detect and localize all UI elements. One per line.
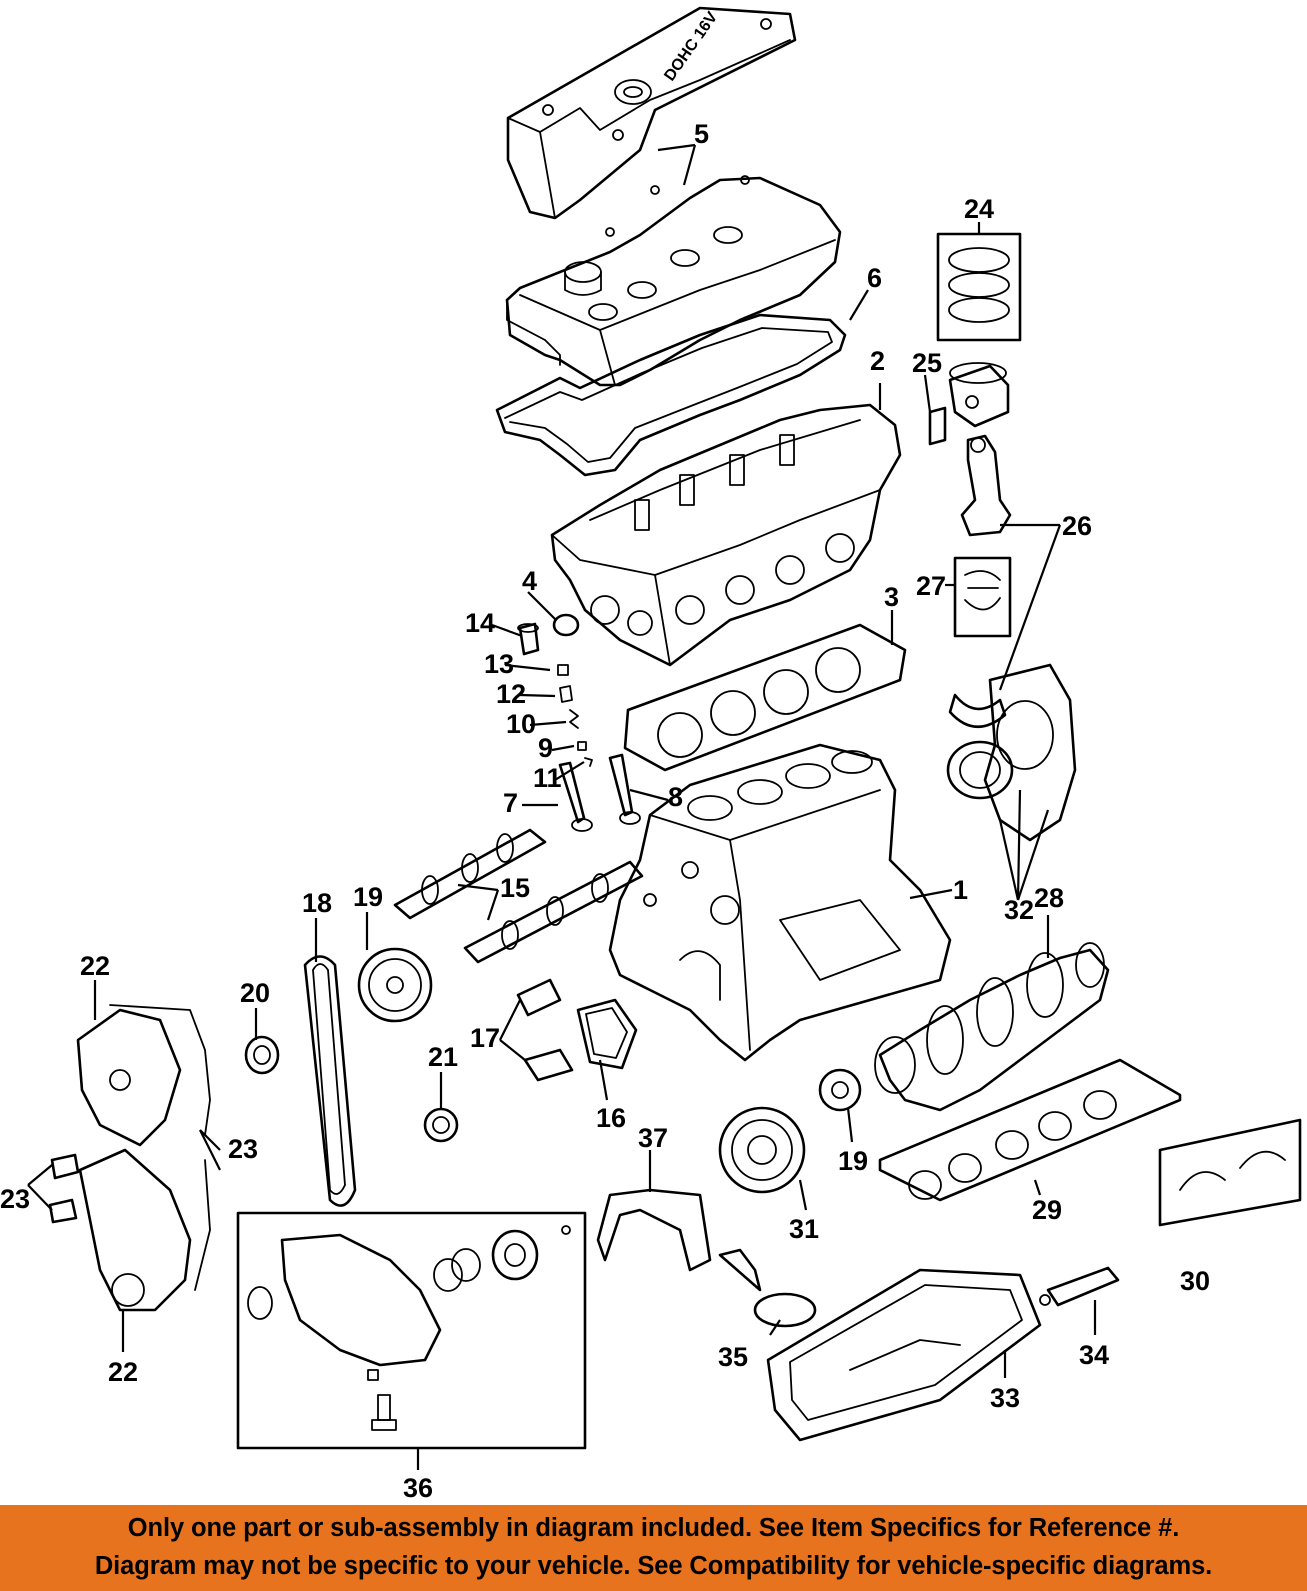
callout-7: 7 — [503, 788, 518, 818]
rod-bearings — [953, 556, 1012, 638]
callout-13: 13 — [484, 649, 514, 679]
callout-30: 30 — [1180, 1266, 1210, 1296]
timing-belt — [303, 955, 357, 1207]
callout-32: 32 — [1004, 895, 1034, 925]
piston — [928, 362, 1010, 446]
callout-35: 35 — [718, 1342, 748, 1372]
tensioner — [423, 1107, 459, 1143]
camshafts — [393, 828, 644, 964]
valve-train — [517, 613, 641, 832]
callout-24: 24 — [964, 194, 994, 224]
callout-17: 17 — [470, 1023, 500, 1053]
callout-15: 15 — [500, 873, 530, 903]
callout-33: 33 — [990, 1383, 1020, 1413]
crank-pulley — [718, 1106, 806, 1194]
main-bearings — [878, 1058, 1182, 1202]
piston-rings — [936, 232, 1022, 342]
oil-seal-ring — [576, 998, 638, 1070]
timing-cover-lower — [48, 1148, 211, 1312]
oil-pump-assembly — [236, 1211, 587, 1450]
head-gasket — [623, 623, 907, 772]
callout-labels: 1 2 3 4 5 6 7 8 9 10 11 12 13 14 15 16 1… — [0, 119, 1210, 1503]
callout-12: 12 — [496, 679, 526, 709]
callout-23a: 23 — [228, 1134, 258, 1164]
thrust-washers — [1158, 1118, 1302, 1227]
callout-9: 9 — [538, 733, 553, 763]
crank-sprocket — [818, 1068, 862, 1112]
callout-37: 37 — [638, 1123, 668, 1153]
leader-lines — [27, 143, 1097, 1470]
idler-pulley — [244, 1035, 280, 1075]
callout-10: 10 — [506, 709, 536, 739]
engine-exploded-diagram: DOHC 16V — [0, 6, 1302, 1503]
valve-cover — [505, 175, 842, 387]
callout-25: 25 — [912, 348, 942, 378]
callout-2: 2 — [870, 346, 885, 376]
callout-11: 11 — [533, 763, 562, 793]
callout-5: 5 — [694, 119, 709, 149]
callout-14: 14 — [465, 608, 495, 638]
callout-6: 6 — [867, 263, 882, 293]
disclaimer-line-2: Diagram may not be specific to your vehi… — [94, 1552, 1213, 1580]
cam-sprocket — [357, 947, 433, 1023]
sealant-tube — [1039, 1266, 1120, 1307]
callout-26: 26 — [1062, 511, 1092, 541]
callout-3: 3 — [884, 582, 899, 612]
oil-strainer — [718, 1248, 817, 1328]
callout-34: 34 — [1079, 1340, 1109, 1370]
callout-20: 20 — [240, 978, 270, 1008]
callout-19b: 19 — [838, 1146, 868, 1176]
callout-1: 1 — [953, 875, 968, 905]
oil-pan — [766, 1268, 1042, 1442]
connecting-rod — [948, 434, 1012, 729]
callout-18: 18 — [302, 888, 332, 918]
rear-seal-housing — [946, 663, 1077, 842]
callout-8: 8 — [668, 782, 683, 812]
callout-16: 16 — [596, 1103, 626, 1133]
oil-pan-gasket — [596, 1188, 712, 1272]
callout-36: 36 — [403, 1473, 433, 1503]
callout-4: 4 — [522, 566, 537, 596]
engine-cover: DOHC 16V — [506, 6, 797, 220]
crankshaft — [874, 942, 1110, 1112]
valve-cover-gasket — [495, 313, 847, 477]
callout-22a: 22 — [80, 951, 110, 981]
callout-27: 27 — [916, 571, 946, 601]
callout-28: 28 — [1034, 883, 1064, 913]
disclaimer-banner: Only one part or sub-assembly in diagram… — [0, 1505, 1307, 1591]
callout-29: 29 — [1032, 1195, 1062, 1225]
callout-22b: 22 — [108, 1357, 138, 1387]
callout-31: 31 — [789, 1214, 819, 1244]
callout-19a: 19 — [353, 882, 383, 912]
callout-21: 21 — [428, 1042, 458, 1072]
callout-23b: 23 — [0, 1184, 30, 1214]
timing-cover-upper — [76, 1004, 211, 1147]
engine-block — [608, 743, 952, 1062]
disclaimer-line-1: Only one part or sub-assembly in diagram… — [127, 1514, 1180, 1542]
brackets — [516, 978, 574, 1082]
cylinder-head — [550, 403, 902, 667]
cover-logo-text: DOHC 16V — [661, 9, 721, 85]
